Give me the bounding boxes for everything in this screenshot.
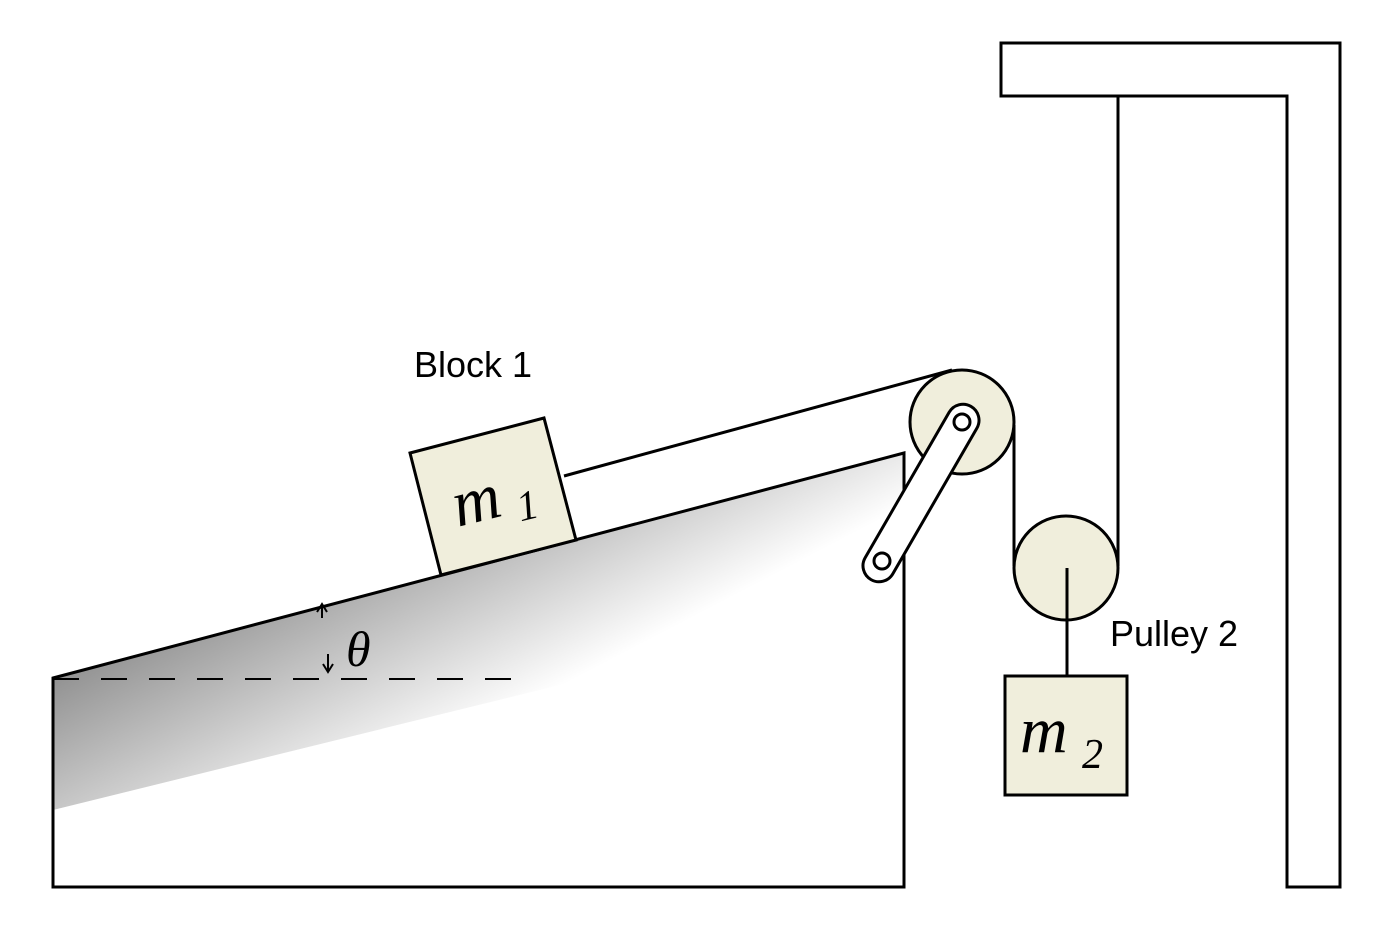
angle-marker bbox=[316, 602, 334, 674]
block-2-mass-subscript: 2 bbox=[1082, 732, 1103, 778]
pulley-2-label: Pulley 2 bbox=[1110, 613, 1238, 654]
incline-lower-fill bbox=[53, 600, 904, 887]
block-1-label: Block 1 bbox=[414, 344, 532, 385]
support-bracket bbox=[999, 41, 1342, 889]
block-2: m 2 bbox=[1003, 674, 1129, 797]
angle-label: θ bbox=[346, 621, 371, 677]
block-2-mass-letter: m bbox=[1020, 694, 1068, 767]
block-1: m 1 bbox=[408, 416, 578, 577]
incline-outline bbox=[51, 451, 906, 889]
string-block1-to-pulley1 bbox=[563, 368, 953, 478]
pulley-1-bracket bbox=[861, 402, 981, 584]
